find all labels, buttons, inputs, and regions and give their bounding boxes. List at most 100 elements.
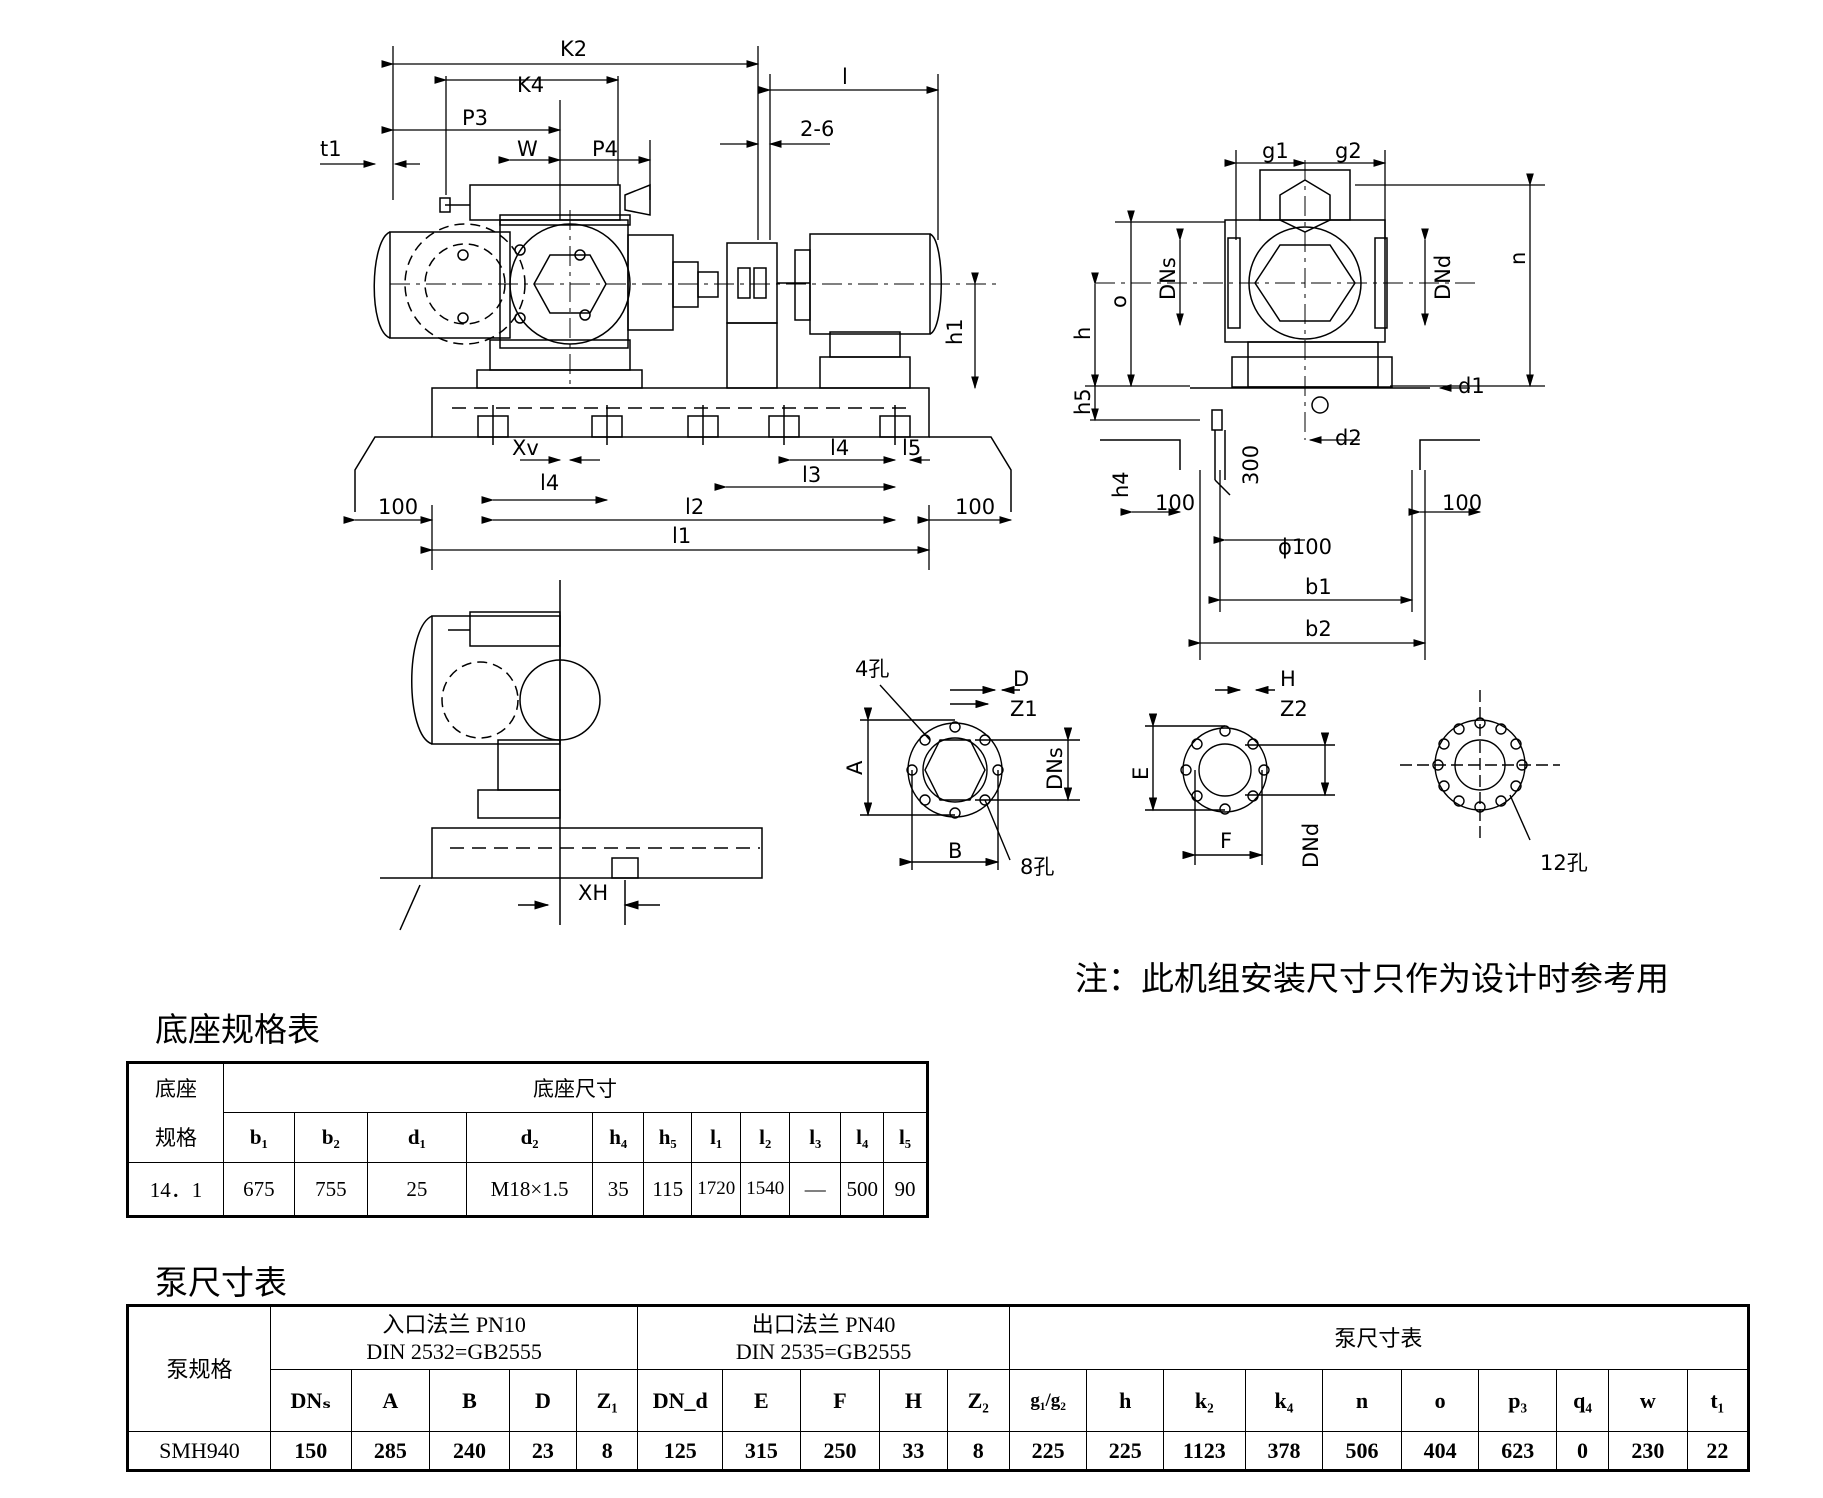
base-table-row-header-2: 规格 (127, 1112, 224, 1163)
label-8-holes: 8孔 (1020, 855, 1054, 879)
pump-val-n: 506 (1322, 1431, 1402, 1471)
side-view (1095, 160, 1480, 496)
dim-DNs-side: DNs (1156, 257, 1180, 300)
dim-100-right: 100 (955, 495, 995, 519)
label-12-holes: 12孔 (1540, 851, 1588, 875)
pump-val-t1: 22 (1686, 1431, 1750, 1471)
dim-100-left: 100 (378, 495, 418, 519)
pump-val-E: 315 (722, 1431, 801, 1471)
side-view-dimensions (1085, 150, 1545, 660)
base-col-d1: d₁ (366, 1112, 467, 1163)
dim-B: B (948, 839, 962, 863)
dim-F: F (1220, 829, 1232, 853)
front-view-labels: K2 K4 P3 W P4 t1 l 2-6 h1 Xv l4 l5 l4 l3… (320, 37, 995, 548)
pump-col-h: h (1086, 1369, 1164, 1432)
dim-D: D (1013, 667, 1029, 691)
pump-col-n: n (1322, 1369, 1402, 1432)
outlet-flange-labels: H Z2 E DNd F (1129, 667, 1323, 868)
base-table-group-header: 底座尺寸 (222, 1062, 929, 1113)
dim-h: h (1071, 327, 1095, 340)
dim-H: H (1280, 667, 1296, 691)
dim-n: n (1506, 252, 1530, 265)
base-val-h4: 35 (592, 1162, 645, 1217)
base-col-h5: h₅ (643, 1112, 693, 1163)
base-col-l2: l₂ (740, 1112, 791, 1163)
pump-col-k4: k₄ (1244, 1369, 1324, 1432)
partial-view (380, 580, 763, 931)
front-view-dimensions (320, 46, 1013, 570)
base-table-row-header-1: 底座 (127, 1062, 224, 1113)
dim-DNs-flange: DNs (1043, 747, 1067, 790)
design-reference-note: 注：此机组安装尺寸只作为设计时参考用 (1075, 962, 1669, 998)
base-col-b1: b₁ (222, 1112, 295, 1163)
base-col-b2: b₂ (293, 1112, 368, 1163)
dim-d2: d2 (1335, 426, 1362, 450)
dim-t1: t1 (320, 137, 342, 161)
dim-100-side-right: 100 (1442, 491, 1482, 515)
dim-K2: K2 (560, 37, 587, 61)
pump-col-E: E (722, 1369, 801, 1432)
dim-d1: d1 (1458, 374, 1485, 398)
dim-Z2: Z2 (1280, 697, 1308, 721)
base-val-d1: 25 (366, 1162, 467, 1217)
base-val-l2: 1540 (740, 1162, 791, 1217)
dim-Xv: Xv (512, 436, 539, 460)
dim-l4-top: l4 (830, 436, 849, 460)
base-col-d2: d₂ (465, 1112, 594, 1163)
pump-col-F: F (799, 1369, 881, 1432)
pump-col-B: B (429, 1369, 510, 1432)
pump-table-caption: 泵尺寸表 (155, 1266, 287, 1302)
base-val-l5: 90 (883, 1162, 928, 1217)
dim-P4: P4 (592, 137, 618, 161)
dim-o: o (1107, 295, 1131, 308)
pump-val-H: 33 (879, 1431, 948, 1471)
pump-val-Z2: 8 (946, 1431, 1010, 1471)
pump-val-F: 250 (799, 1431, 881, 1471)
inlet-flange-header-line2: DIN 2532=GB2555 (366, 1339, 542, 1364)
base-val-l3: — (789, 1162, 842, 1217)
base-col-l3: l₃ (789, 1112, 842, 1163)
base-col-l1: l₁ (691, 1112, 742, 1163)
base-row-spec: 14．1 (127, 1162, 224, 1217)
dim-l5: l5 (902, 436, 921, 460)
dim-DNd-side: DNd (1431, 255, 1455, 300)
pump-val-DNs: 150 (269, 1431, 352, 1471)
outlet-flange-header-line1: 出口法兰 PN40 (751, 1312, 896, 1337)
pump-col-w: w (1608, 1369, 1688, 1432)
pump-col-DNd: DN_d (637, 1369, 724, 1432)
pump-col-q4: q₄ (1555, 1369, 1610, 1432)
dim-K4: K4 (517, 73, 544, 97)
dim-g2: g2 (1335, 139, 1362, 163)
base-val-b2: 755 (293, 1162, 368, 1217)
inlet-flange-header-line1: 入口法兰 PN10 (382, 1312, 526, 1337)
pump-val-D: 23 (508, 1431, 578, 1471)
pump-val-k4: 378 (1244, 1431, 1324, 1471)
dim-W: W (517, 137, 538, 161)
inlet-flange-header: 入口法兰 PN10 DIN 2532=GB2555 (269, 1305, 639, 1370)
inlet-flange-labels: 4孔 D Z1 A DNs B 8孔 (843, 657, 1067, 879)
pump-val-DNd: 125 (637, 1431, 724, 1471)
pump-val-g1-g2: 225 (1008, 1431, 1088, 1471)
dim-DNd-flange: DNd (1299, 823, 1323, 868)
base-val-d2: M18×1.5 (465, 1162, 594, 1217)
pump-size-header: 泵尺寸表 (1008, 1305, 1750, 1370)
dim-h4: h4 (1109, 471, 1133, 498)
pump-val-p3: 623 (1478, 1431, 1557, 1471)
pump-unit-installation-drawing: K2 K4 P3 W P4 t1 l 2-6 h1 Xv l4 l5 l4 l3… (320, 37, 1588, 931)
dim-h1: h1 (943, 318, 967, 345)
pump-val-h: 225 (1086, 1431, 1164, 1471)
pump-col-D: D (508, 1369, 578, 1432)
pump-col-Z2: Z₂ (946, 1369, 1010, 1432)
outlet-flange-header: 出口法兰 PN40 DIN 2535=GB2555 (637, 1305, 1010, 1370)
base-val-b1: 675 (222, 1162, 295, 1217)
pump-dimension-table: 泵规格 入口法兰 PN10 DIN 2532=GB2555 出口法兰 PN40 … (126, 1304, 1750, 1472)
dim-300: 300 (1239, 445, 1263, 485)
base-val-l1: 1720 (691, 1162, 742, 1217)
outlet-flange-header-line2: DIN 2535=GB2555 (735, 1339, 912, 1364)
pump-val-o: 404 (1400, 1431, 1480, 1471)
pump-val-B: 240 (429, 1431, 510, 1471)
dim-l3: l3 (802, 463, 821, 487)
dim-phi100: ϕ100 (1278, 535, 1332, 559)
dim-l: l (842, 65, 848, 89)
label-4-holes: 4孔 (855, 657, 889, 681)
